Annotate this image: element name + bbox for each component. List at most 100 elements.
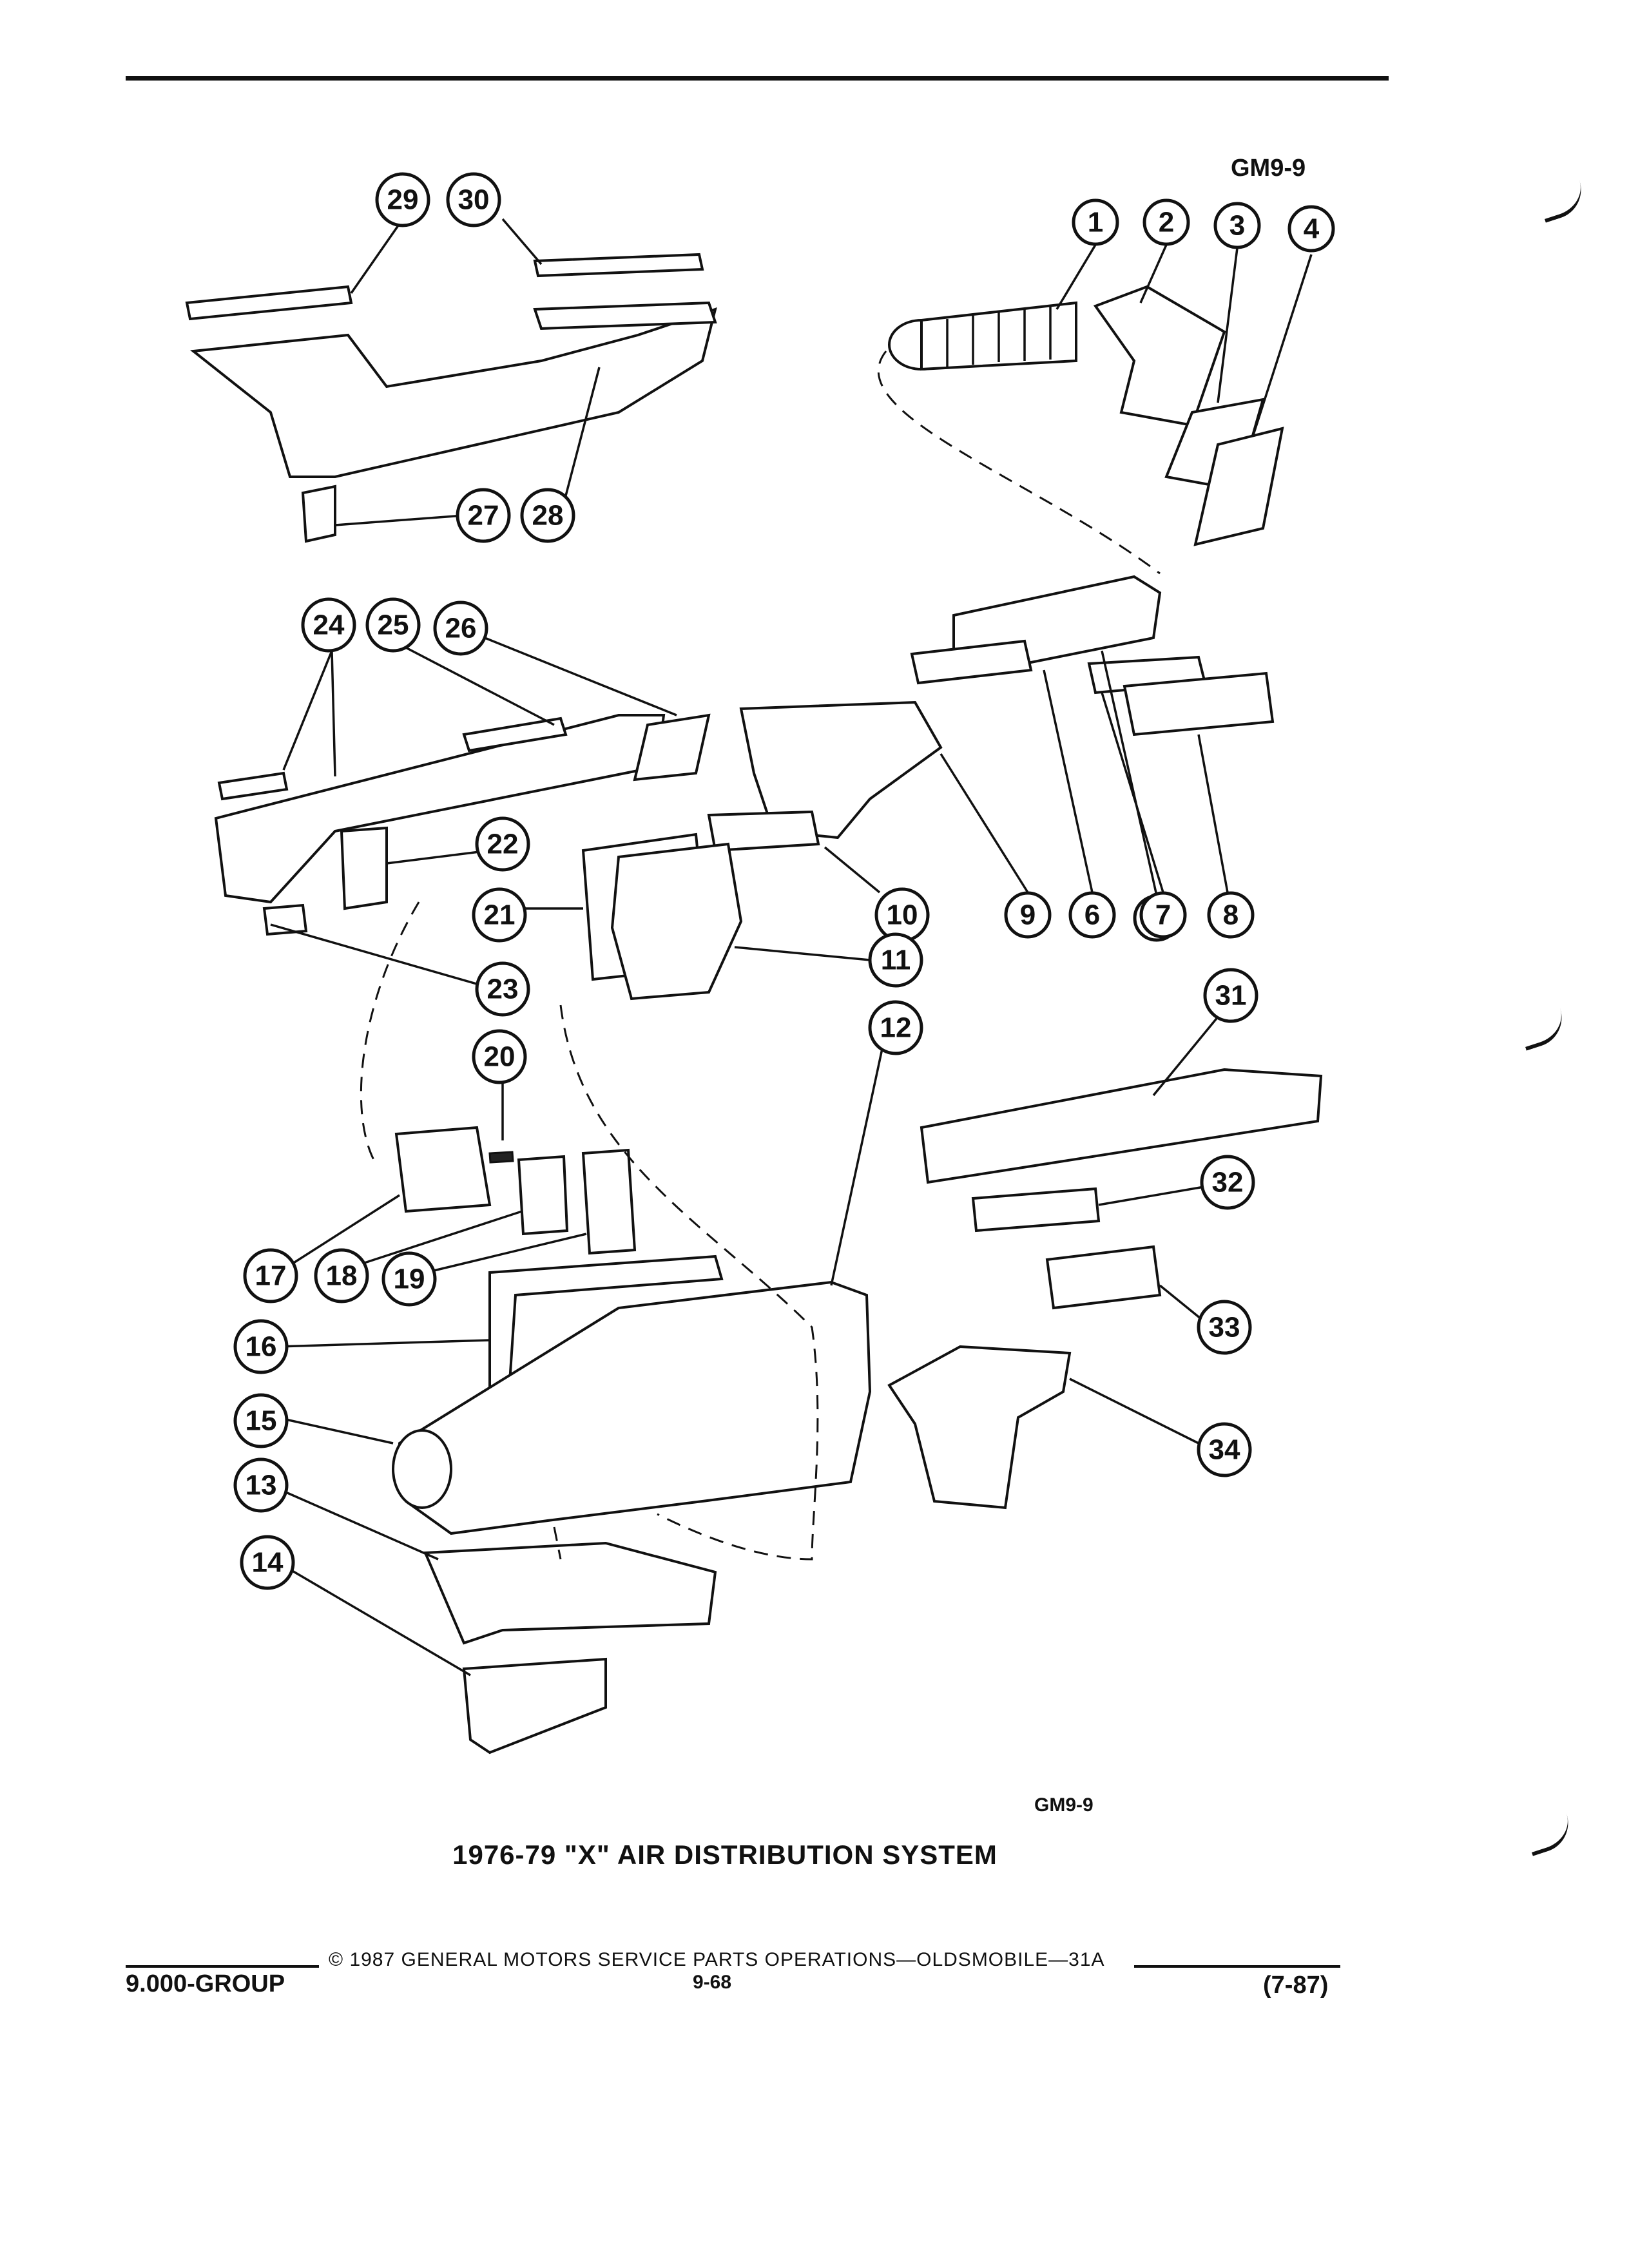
- callouts: 1 2 3 4 5 6 7 8 9 10 11 12 13 14 15 16 1…: [233, 172, 1335, 1590]
- callout-1-label: 1: [1088, 207, 1103, 238]
- callout-20-label: 20: [484, 1041, 516, 1073]
- callout-13: 13: [233, 1457, 289, 1513]
- gasket-18: [517, 1155, 569, 1236]
- seal-30: [533, 253, 704, 278]
- duct-28-flange: [533, 301, 717, 331]
- callout-26: 26: [433, 601, 488, 656]
- footer-group: 9.000-GROUP: [126, 1970, 285, 1997]
- duct-34: [887, 1345, 1072, 1510]
- callout-27-label: 27: [468, 500, 499, 532]
- callout-4: 4: [1287, 205, 1335, 253]
- callout-9-label: 9: [1020, 899, 1036, 931]
- callout-30-label: 30: [458, 184, 490, 216]
- callout-30: 30: [446, 172, 501, 227]
- footer-revision: (7-87): [1263, 1972, 1329, 1999]
- callout-29-label: 29: [387, 184, 419, 216]
- footer-rule-right: [1134, 1965, 1340, 1968]
- callout-6-label: 6: [1084, 899, 1100, 931]
- callout-28: 28: [520, 488, 575, 543]
- bracket-27: [301, 485, 336, 543]
- callout-31-label: 31: [1215, 980, 1247, 1012]
- outlet-4: [1193, 427, 1284, 546]
- callout-24: 24: [301, 597, 356, 653]
- callout-23: 23: [475, 961, 530, 1017]
- callout-10-label: 10: [887, 899, 918, 931]
- callout-19: 19: [381, 1251, 437, 1307]
- figure-caption: 1976-79 "X" AIR DISTRIBUTION SYSTEM: [452, 1840, 998, 1870]
- callout-16: 16: [233, 1319, 289, 1374]
- callout-1: 1: [1072, 198, 1119, 246]
- hose-1: [888, 301, 1077, 371]
- clip-23: [262, 903, 308, 936]
- callout-11-label: 11: [881, 945, 911, 976]
- callout-10: 10: [874, 887, 930, 943]
- callout-19-label: 19: [394, 1264, 425, 1295]
- duct-14: [462, 1657, 607, 1754]
- duct-31: [920, 1068, 1323, 1184]
- callout-24-label: 24: [313, 610, 345, 641]
- connecting-hoses: [360, 351, 1161, 1561]
- outlet-17: [394, 1126, 492, 1213]
- callout-6: 6: [1068, 891, 1116, 939]
- adapter-2: [1093, 285, 1226, 427]
- footer-copyright: © 1987 GENERAL MOTORS SERVICE PARTS OPER…: [329, 1949, 1105, 1970]
- gasket-32: [971, 1187, 1101, 1233]
- seal-25: [462, 716, 568, 753]
- case-12: [398, 1280, 872, 1535]
- outlet-8: [1123, 671, 1275, 736]
- callout-22: 22: [475, 816, 530, 872]
- leader-lines: [270, 218, 1313, 1677]
- callout-8-label: 8: [1223, 899, 1239, 931]
- callout-12: 12: [868, 1000, 923, 1055]
- cap-15: [392, 1429, 452, 1509]
- callout-18-label: 18: [326, 1260, 358, 1292]
- callout-7: 7: [1139, 891, 1187, 939]
- callout-11: 11: [868, 932, 923, 988]
- callout-31: 31: [1203, 968, 1258, 1023]
- duct-left: [214, 714, 666, 904]
- callout-14: 14: [240, 1535, 295, 1590]
- outlet-33: [1045, 1245, 1162, 1310]
- callout-7-label: 7: [1155, 899, 1171, 931]
- callout-16-label: 16: [246, 1331, 277, 1363]
- callout-26-label: 26: [445, 613, 477, 644]
- diagram-code-top: GM9-9: [1231, 155, 1306, 182]
- gasket-6: [910, 639, 1033, 685]
- duct-28: [189, 307, 717, 478]
- outlet-19: [581, 1148, 637, 1255]
- callout-17-label: 17: [255, 1260, 287, 1292]
- callout-25-label: 25: [378, 610, 409, 641]
- callout-23-label: 23: [487, 974, 519, 1005]
- adapter-11: [610, 842, 743, 1001]
- seal-29: [185, 285, 353, 321]
- callout-32-label: 32: [1212, 1167, 1244, 1198]
- callout-18: 18: [314, 1248, 369, 1303]
- callout-29: 29: [375, 172, 430, 227]
- callout-32: 32: [1200, 1155, 1255, 1210]
- callout-34-label: 34: [1209, 1434, 1240, 1466]
- callout-21-label: 21: [484, 899, 516, 931]
- gasket-22: [340, 826, 388, 910]
- part-drawings: [185, 253, 1323, 1754]
- callout-15-label: 15: [246, 1405, 277, 1437]
- duct-9: [739, 700, 943, 840]
- callout-15: 15: [233, 1393, 289, 1448]
- callout-22-label: 22: [487, 829, 519, 860]
- callout-3: 3: [1213, 202, 1261, 249]
- clip-20: [488, 1151, 514, 1164]
- callout-2-label: 2: [1159, 207, 1174, 238]
- bracket-24: [217, 771, 289, 801]
- callout-4-label: 4: [1304, 213, 1320, 245]
- callout-20: 20: [472, 1029, 527, 1084]
- callout-25: 25: [365, 597, 421, 653]
- callout-27: 27: [456, 488, 511, 543]
- footer-page: 9-68: [693, 1972, 732, 1993]
- gasket-10: [707, 810, 820, 852]
- callout-14-label: 14: [252, 1547, 284, 1579]
- duct-13: [423, 1541, 717, 1645]
- callout-33-label: 33: [1209, 1312, 1240, 1343]
- callout-8: 8: [1207, 891, 1255, 939]
- callout-33: 33: [1197, 1300, 1252, 1355]
- figure-code: GM9-9: [1034, 1794, 1094, 1816]
